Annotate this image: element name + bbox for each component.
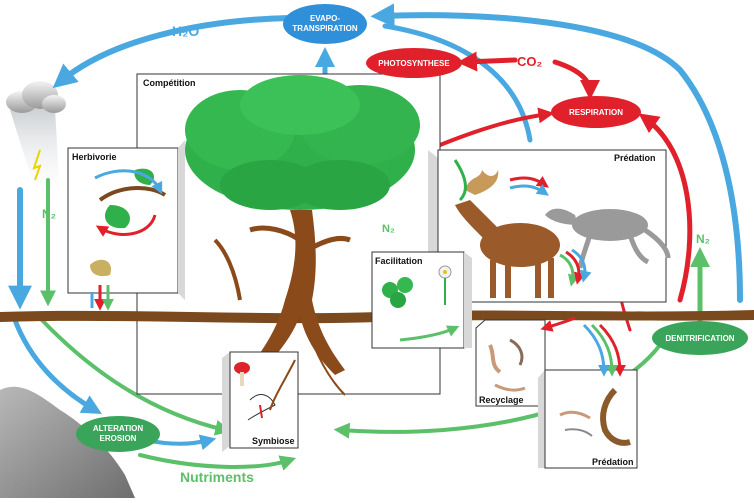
carbon-cycle-arrows [380,51,693,332]
co2-label: CO₂ [517,54,543,69]
n2-label-mid: N₂ [382,223,395,235]
svg-text:DENITRIFICATION: DENITRIFICATION [665,334,734,343]
nutrients-label: Nutriments [180,469,254,485]
symbiosis-label: Symbiose [252,436,295,446]
competition-label: Compétition [143,78,196,88]
recycling-label: Recyclage [479,395,524,405]
facilitation-label: Facilitation [375,256,423,266]
herbivory-label: Herbivorie [72,152,117,162]
recycling-arrows [540,316,626,377]
svg-text:RESPIRATION: RESPIRATION [569,108,623,117]
water-cycle-arrows [7,3,743,451]
denitrification-badge: DENITRIFICATION [652,321,748,355]
recycling-panel [475,319,556,409]
svg-text:ALTERATION: ALTERATION [93,424,144,433]
respiration-badge: RESPIRATION [551,96,641,128]
svg-text:EVAPO-: EVAPO- [310,14,340,23]
centipede [600,387,631,446]
moose [455,170,560,298]
predation-bottom-panel [538,369,638,469]
rock [0,386,135,498]
svg-text:TRANSPIRATION: TRANSPIRATION [292,24,357,33]
photosynthesis-badge: PHOTOSYNTHESE [366,48,462,78]
alteration-erosion-badge: ALTERATION EROSION [76,416,160,452]
rain-cloud [6,81,66,205]
h2o-label: H₂O [172,23,199,39]
predation-top-label: Prédation [614,153,656,163]
svg-text:EROSION: EROSION [100,434,137,443]
tree [185,75,420,375]
symbiosis-panel [222,351,299,452]
herbivory-panel [67,140,185,311]
evapotranspiration-badge: EVAPO- TRANSPIRATION [283,4,367,44]
n2-label-left: N₂ [42,207,56,221]
n2-label-right: N₂ [696,232,710,246]
facilitation-panel [371,251,472,349]
predation-top-panel [428,149,671,303]
wolf [545,208,671,269]
predation-bottom-label: Prédation [592,457,634,467]
svg-text:PHOTOSYNTHESE: PHOTOSYNTHESE [378,59,450,68]
